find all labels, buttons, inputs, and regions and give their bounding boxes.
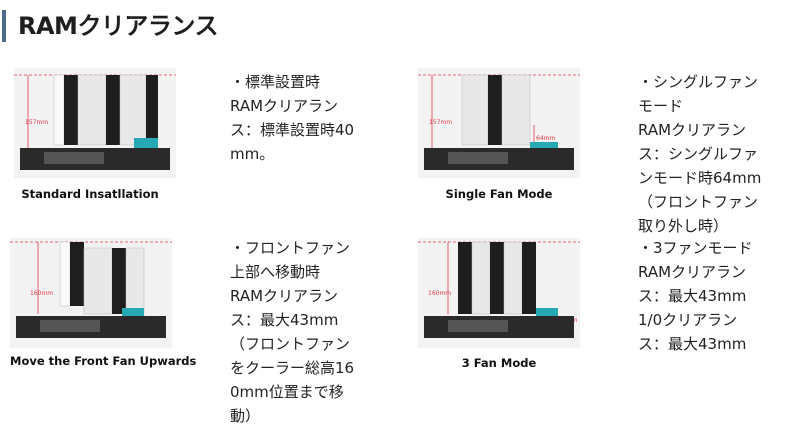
- diagram-3-fan-mode: 160mm 43mm: [418, 238, 580, 348]
- description-3-fan-mode: ・3ファンモード RAMクリアラン ス：最大43mm 1/0クリアラン ス：最大…: [638, 239, 753, 353]
- height-label: 160mm: [428, 290, 451, 297]
- heading-accent-bar: [2, 10, 6, 42]
- ram-clearance-label: 64mm: [536, 135, 555, 142]
- description-move-front-fan-upwards: ・フロントファン 上部へ移動時 RAMクリアラン ス：最大43mm （フロントフ…: [230, 239, 355, 425]
- caption-move-front-fan-upwards: Move the Front Fan Upwards: [10, 354, 197, 368]
- height-label: 160mm: [30, 290, 53, 297]
- description-single-fan-mode: ・シングルファン モード RAMクリアラン ス：シングルファ ンモード時64mm…: [638, 73, 762, 235]
- height-label: 157mm: [429, 119, 452, 126]
- caption-standard-installation: Standard Insatllation: [21, 187, 159, 201]
- caption-single-fan-mode: Single Fan Mode: [445, 187, 553, 201]
- caption-3-fan-mode: 3 Fan Mode: [461, 356, 537, 370]
- page-title: RAMクリアランス: [18, 12, 218, 40]
- description-standard-installation: ・標準設置時 RAMクリアラン ス：標準設置時40 mm。: [230, 73, 355, 163]
- diagram-single-fan-mode: 157mm 64mm: [418, 68, 580, 178]
- height-label: 157mm: [25, 119, 48, 126]
- diagram-move-front-fan-upwards: 160mm 43mm: [10, 238, 172, 348]
- section-heading: RAMクリアランス: [0, 6, 794, 46]
